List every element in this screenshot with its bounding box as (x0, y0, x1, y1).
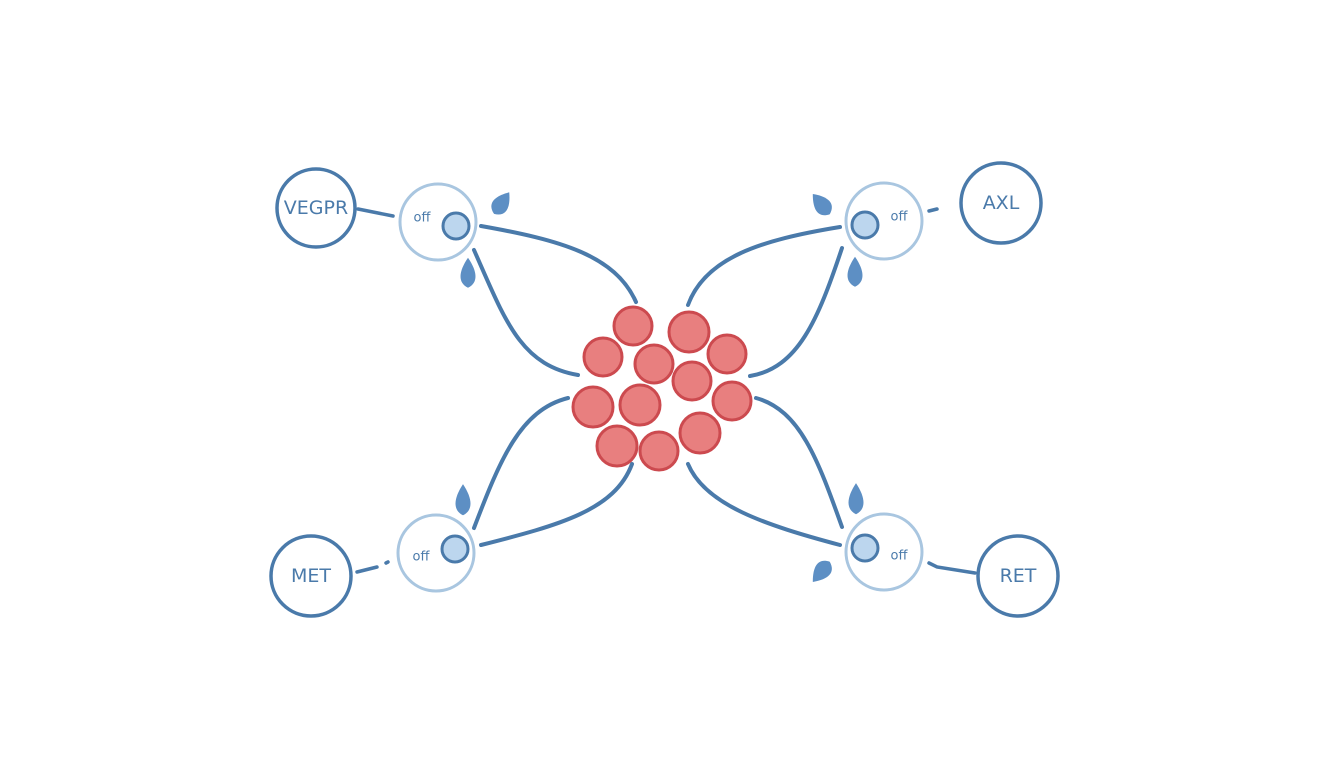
switch-knob-vegpr[interactable] (441, 211, 471, 241)
droplet-icon (812, 560, 832, 582)
receptor-label-vegpr: VEGPR (284, 197, 348, 219)
receptor-axl: AXL (959, 161, 1043, 245)
switch-knob-met[interactable] (440, 534, 470, 564)
switch-vegpr[interactable]: off (398, 182, 478, 262)
connection-axl-upper (686, 225, 842, 307)
receptor-circle-vegpr (275, 167, 357, 249)
connection-axl-lower (748, 246, 844, 378)
cluster-cell (633, 343, 675, 385)
droplet-icon (491, 192, 510, 215)
switch-label-ret: off (891, 549, 909, 564)
receptor-vegpr: VEGPR (275, 167, 357, 249)
connection-met-upper (472, 396, 570, 530)
connector-met (355, 560, 390, 574)
cluster-cell (571, 385, 615, 429)
receptor-ret: RET (976, 534, 1060, 618)
droplet-icon (460, 257, 476, 288)
receptor-connectors (355, 207, 977, 575)
switch-met[interactable]: off (396, 513, 476, 593)
cluster-cell (618, 383, 662, 427)
receptor-circle-met (269, 534, 353, 618)
cluster-cell (667, 310, 711, 354)
connector-ret (927, 561, 977, 575)
connection-met-lower (479, 462, 634, 547)
switch-ring-axl (844, 181, 924, 261)
cluster-cell (612, 305, 654, 347)
droplet-icon (847, 256, 863, 287)
connection-lines (472, 224, 844, 547)
switch-axl[interactable]: off (844, 181, 924, 261)
cluster-cell (638, 430, 680, 472)
receptor-circle-axl (959, 161, 1043, 245)
connection-vegpr-lower (472, 248, 580, 377)
connection-ret-upper (754, 396, 844, 529)
cluster-cell (582, 336, 624, 378)
cluster-cell (595, 424, 639, 468)
cell-cluster (571, 305, 753, 472)
switch-label-axl: off (891, 210, 909, 225)
receptor-label-ret: RET (1000, 565, 1037, 587)
receptor-label-axl: AXL (983, 192, 1020, 214)
cluster-cell (671, 360, 713, 402)
switch-label-vegpr: off (414, 211, 432, 226)
droplets (455, 192, 864, 582)
connection-ret-lower (686, 462, 842, 547)
receptor-met: MET (269, 534, 353, 618)
switch-ret[interactable]: off (844, 512, 924, 592)
switch-ring-ret (844, 512, 924, 592)
connector-vegpr (356, 207, 395, 218)
droplet-icon (812, 194, 832, 216)
receptor-label-met: MET (291, 565, 331, 587)
droplet-icon (455, 484, 471, 516)
switch-ring-met (396, 513, 476, 593)
droplet-icon (848, 483, 864, 515)
switch-ring-vegpr (398, 182, 478, 262)
receptor-circle-ret (976, 534, 1060, 618)
switch-label-met: off (413, 550, 431, 565)
switch-knob-ret[interactable] (850, 533, 880, 563)
connector-axl (927, 207, 939, 213)
cluster-cell (706, 333, 748, 375)
connection-vegpr-upper (479, 224, 638, 304)
switch-knob-axl[interactable] (850, 210, 880, 240)
cluster-cell (711, 380, 753, 422)
cluster-cell (678, 411, 722, 455)
